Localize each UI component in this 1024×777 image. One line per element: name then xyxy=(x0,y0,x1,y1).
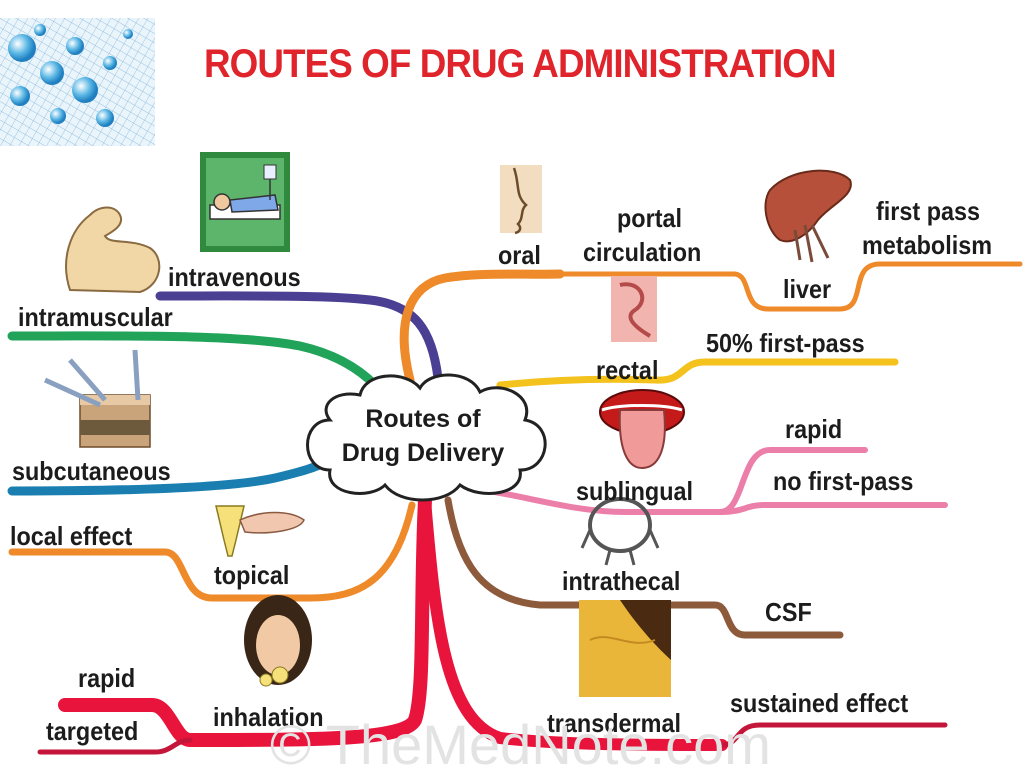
branch-oral xyxy=(399,269,565,385)
branch-liver xyxy=(557,261,1023,312)
page-title: ROUTES OF DRUG ADMINISTRATION xyxy=(204,42,837,86)
branch-transdermal xyxy=(419,494,728,751)
center-node: Routes of Drug Delivery xyxy=(318,402,528,470)
branch-sublingual xyxy=(492,447,868,515)
label-metabolism: metabolism xyxy=(862,230,993,260)
branch-subcutaneous xyxy=(7,455,335,496)
label-csf: CSF xyxy=(765,597,812,627)
label-liver: liver xyxy=(783,274,832,304)
branch-sustained xyxy=(719,722,948,748)
arm-muscle-icon xyxy=(65,206,161,294)
label-intravenous: intravenous xyxy=(168,262,301,292)
branch-intrathecal xyxy=(444,496,844,639)
label-intrathecal: intrathecal xyxy=(562,566,681,596)
label-topical: topical xyxy=(214,560,290,590)
skin-patch-icon xyxy=(579,600,671,697)
skin-injection-icon xyxy=(43,349,151,448)
label-rapid-right: rapid xyxy=(785,414,843,444)
center-line-2: Drug Delivery xyxy=(341,439,505,467)
label-first-pass: first pass xyxy=(876,196,981,226)
mouth-profile-icon xyxy=(500,165,542,235)
branch-topical xyxy=(8,501,416,602)
woman-inhaling-icon xyxy=(244,595,312,687)
label-targeted: targeted xyxy=(46,716,139,746)
water-drops-icon xyxy=(0,18,155,146)
hand-cream-icon xyxy=(215,505,305,557)
rectum-icon xyxy=(611,276,657,342)
label-sustained-effect: sustained effect xyxy=(730,688,909,718)
branch-rectal xyxy=(496,358,899,389)
label-oral: oral xyxy=(498,240,541,270)
label-circulation: circulation xyxy=(583,237,702,267)
center-line-1: Routes of xyxy=(365,405,481,433)
open-mouth-tongue-icon xyxy=(599,389,685,470)
branch-intravenous xyxy=(155,291,443,383)
patient-iv-icon xyxy=(200,152,290,252)
label-subcutaneous: subcutaneous xyxy=(12,456,171,486)
label-fifty-first-pass: 50% first-pass xyxy=(706,328,865,358)
label-no-first-pass: no first-pass xyxy=(773,466,914,496)
label-transdermal: transdermal xyxy=(547,708,681,738)
label-local-effect: local effect xyxy=(10,521,133,551)
label-intramuscular: intramuscular xyxy=(18,302,173,332)
liver-icon xyxy=(764,169,852,263)
label-portal: portal xyxy=(617,203,683,233)
branch-no-first-pass xyxy=(717,502,948,515)
label-sublingual: sublingual xyxy=(576,476,693,506)
branch-targeted xyxy=(37,737,193,755)
label-rapid-left: rapid xyxy=(78,663,136,693)
spine-vertebra-icon xyxy=(580,497,660,566)
center-cloud xyxy=(306,373,547,502)
watermark: © TheMedNote.com xyxy=(270,713,771,776)
branch-inhalation xyxy=(58,493,432,748)
label-rectal: rectal xyxy=(596,355,659,385)
label-inhalation: inhalation xyxy=(213,702,324,732)
branch-intramuscular xyxy=(7,331,380,390)
